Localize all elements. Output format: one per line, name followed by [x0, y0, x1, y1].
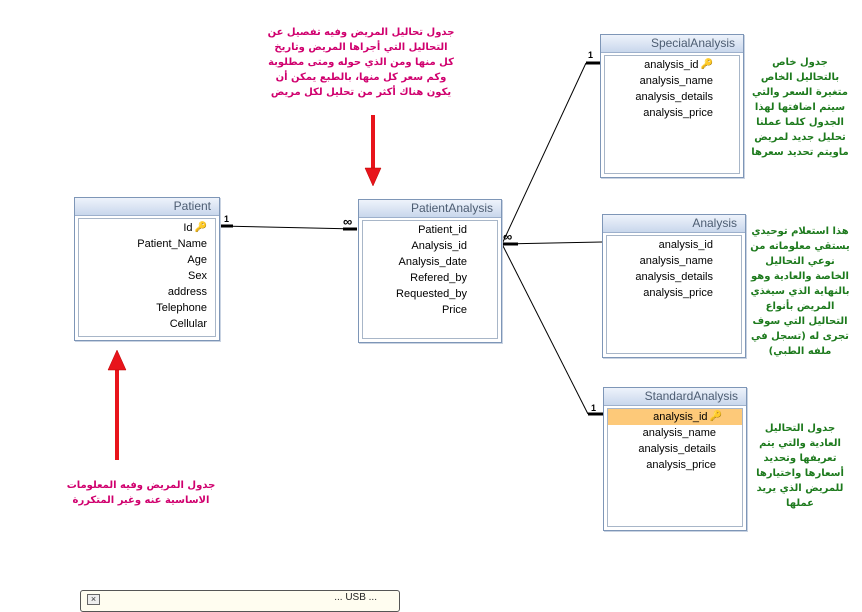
table-special-analysis[interactable]: SpecialAnalysis analysis_id🔑 analysis_na…: [600, 34, 744, 178]
cardinality-one: 1: [591, 403, 597, 413]
rel-patient-patientanalysis: [218, 225, 358, 230]
table-title[interactable]: StandardAnalysis: [604, 388, 746, 406]
cardinality-many: ∞: [503, 229, 513, 244]
note-patient-analysis: جدول تحاليل المريض وفيه تفصيل عن التحالي…: [267, 27, 455, 98]
field-row[interactable]: analysis_name: [642, 427, 716, 439]
field-row[interactable]: analysis_details: [638, 443, 716, 455]
field-row[interactable]: analysis_name: [639, 75, 713, 87]
field-row[interactable]: Price: [441, 304, 467, 316]
cardinality-one: 1: [224, 214, 230, 224]
field-row[interactable]: analysis_details: [635, 91, 713, 103]
field-row[interactable]: Cellular: [169, 318, 207, 330]
note-special-analysis: جدول خاص بالتحاليل الخاص متغيرة السعر وا…: [751, 57, 849, 158]
field-row[interactable]: Sex: [188, 270, 207, 282]
field-row[interactable]: Analysis_id: [411, 240, 467, 252]
field-row[interactable]: Analysis_date: [398, 256, 468, 268]
table-analysis[interactable]: Analysis analysis_id analysis_name analy…: [602, 214, 746, 358]
note-patient: جدول المريض وفيه المعلومات الاساسية عنه …: [66, 480, 216, 506]
field-row[interactable]: analysis_id🔑: [644, 59, 713, 71]
field-row[interactable]: analysis_name: [639, 255, 713, 267]
notification-popup[interactable]: × ... USB ...: [80, 590, 400, 612]
table-patient-analysis[interactable]: PatientAnalysis Patient_id Analysis_id A…: [358, 199, 502, 343]
key-icon: 🔑: [700, 59, 713, 70]
field-row[interactable]: Age: [187, 254, 207, 266]
cardinality-one: 1: [588, 50, 594, 60]
field-row[interactable]: analysis_id: [658, 239, 713, 251]
field-row[interactable]: Id🔑: [183, 222, 207, 234]
field-row[interactable]: Telephone: [156, 302, 207, 314]
rel-patientanalysis-special: [501, 62, 587, 245]
field-row[interactable]: Refered_by: [410, 272, 467, 284]
field-row[interactable]: analysis_price: [643, 287, 713, 299]
field-row[interactable]: analysis_price: [646, 459, 716, 471]
field-row[interactable]: Patient_Name: [137, 238, 207, 250]
rel-patientanalysis-analysis: [501, 241, 603, 245]
field-row[interactable]: Patient_id: [418, 224, 467, 236]
field-row[interactable]: analysis_details: [635, 271, 713, 283]
key-icon: 🔑: [709, 411, 722, 422]
field-row[interactable]: Requested_by: [396, 288, 467, 300]
field-row[interactable]: analysis_price: [643, 107, 713, 119]
rel-patientanalysis-standard: [501, 243, 589, 415]
field-row-selected[interactable]: analysis_id🔑: [608, 409, 742, 425]
table-patient[interactable]: Patient Id🔑 Patient_Name Age Sex address…: [74, 197, 220, 341]
key-icon: 🔑: [194, 222, 207, 233]
close-icon[interactable]: ×: [87, 594, 100, 605]
cardinality-many: ∞: [343, 214, 353, 229]
popup-text: ... USB ...: [334, 592, 377, 603]
table-title[interactable]: Analysis: [603, 215, 745, 233]
table-standard-analysis[interactable]: StandardAnalysis analysis_id🔑 analysis_n…: [603, 387, 747, 531]
note-standard-analysis: جدول التحاليل العادية والتي يتم تعريفها …: [756, 423, 844, 509]
table-title[interactable]: Patient: [75, 198, 219, 216]
note-analysis: هذا استعلام توحيدي يستقي معلوماته من نوع…: [750, 226, 850, 357]
field-row[interactable]: address: [167, 286, 207, 298]
table-title[interactable]: PatientAnalysis: [359, 200, 501, 218]
table-title[interactable]: SpecialAnalysis: [601, 35, 743, 53]
